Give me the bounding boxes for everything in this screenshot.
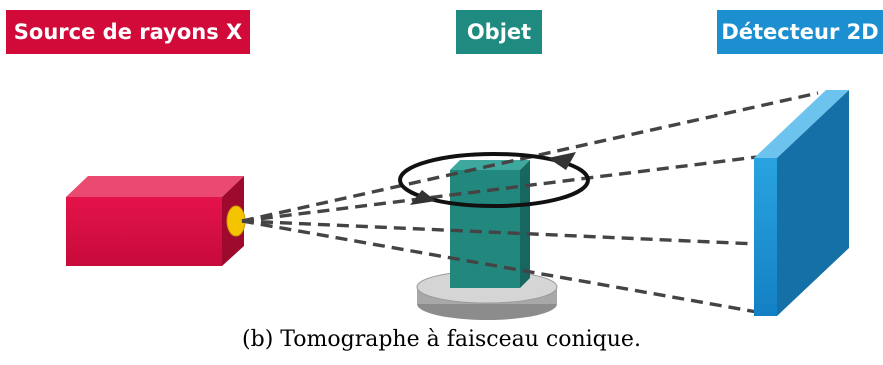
xray-source-box (66, 176, 244, 266)
source-label: Source de rayons X (6, 10, 250, 54)
object-label: Objet (456, 10, 542, 54)
rotation-arrow (398, 152, 590, 208)
detector-label: Détecteur 2D (717, 10, 883, 54)
object-prism (450, 160, 530, 288)
cone-beam-diagram (66, 90, 849, 320)
figure-caption: (b) Tomographe à faisceau conique. (242, 327, 641, 352)
detector-panel (754, 90, 849, 316)
